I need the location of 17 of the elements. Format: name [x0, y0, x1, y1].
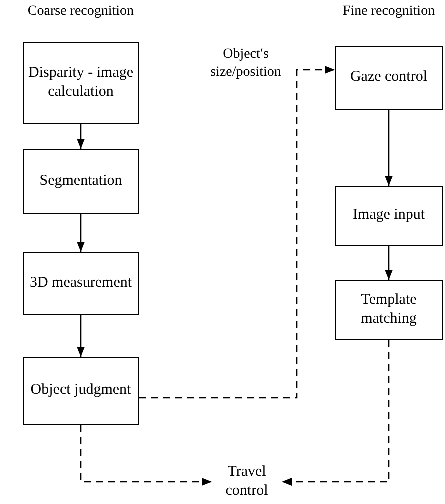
process-box: Gaze control — [335, 46, 443, 110]
group-heading: Coarse recognition — [26, 4, 136, 21]
arrow — [77, 124, 85, 149]
arrow — [139, 66, 335, 399]
arrow — [80, 425, 212, 486]
process-box: Object judgment — [23, 357, 139, 425]
process-box: Segmentation — [23, 149, 139, 214]
arrow — [385, 246, 393, 280]
process-box: Template matching — [335, 280, 443, 340]
arrow — [77, 214, 85, 252]
arrow — [77, 315, 85, 357]
process-box: Disparity - image calculation — [23, 42, 139, 124]
group-heading: Fine recognition — [342, 4, 436, 21]
process-box: 3D measurement — [23, 252, 139, 315]
arrow — [282, 340, 390, 486]
process-box: Image input — [335, 186, 443, 246]
arrow — [385, 110, 393, 186]
